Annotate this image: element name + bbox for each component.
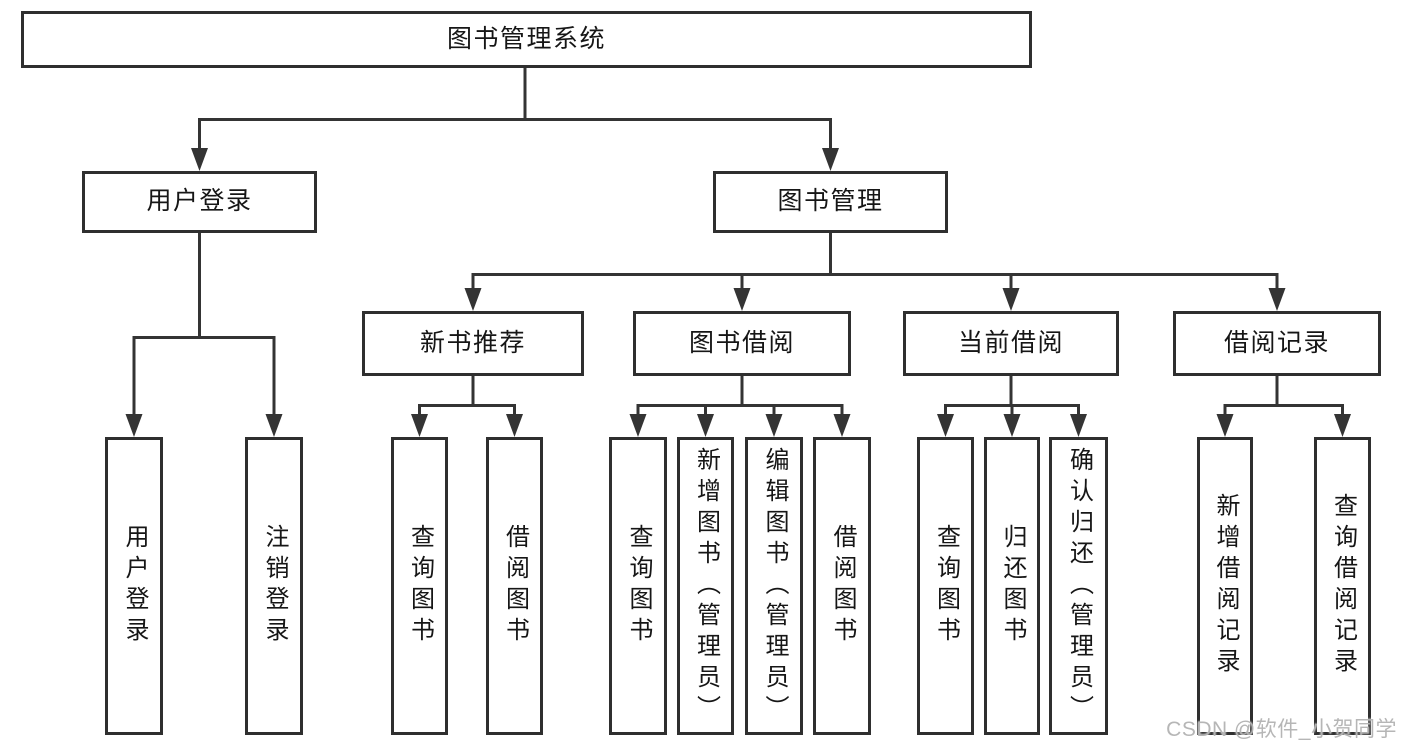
connector-new-book-recommend [418,376,516,414]
watermark: CSDN @软件_小贺同学 [1166,718,1397,741]
leaf-query-books-borrow: 查询图书 [609,437,667,735]
leaf-edit-books-admin: 编辑图书（管理员） [745,437,803,735]
node-user-login: 用户登录 [82,171,317,233]
leaf-return-books: 归还图书 [984,437,1040,735]
connector-book-borrow [636,376,844,414]
leaf-query-books-recommend: 查询图书 [391,437,448,735]
leaf-add-books-admin: 新增图书（管理员） [677,437,734,735]
leaf-query-borrow-record: 查询借阅记录 [1314,437,1371,735]
node-current-borrow: 当前借阅 [903,311,1119,376]
leaf-confirm-return-admin: 确认归还（管理员） [1049,437,1108,735]
node-new-book-recommend: 新书推荐 [362,311,584,376]
connector-root [198,68,832,150]
connector-current-borrow [944,376,1080,414]
leaf-logout: 注销登录 [245,437,303,735]
leaf-user-login: 用户登录 [105,437,163,735]
connector-borrow-records [1223,376,1344,414]
arrowheads [125,148,1351,437]
node-library-system: 图书管理系统 [21,11,1032,68]
leaf-borrow-books: 借阅图书 [813,437,871,735]
node-borrow-records: 借阅记录 [1173,311,1381,376]
leaf-borrow-books-recommend: 借阅图书 [486,437,543,735]
leaf-add-borrow-record: 新增借阅记录 [1197,437,1253,735]
connector-user-login [132,233,276,414]
node-book-management: 图书管理 [713,171,948,233]
node-book-borrow: 图书借阅 [633,311,851,376]
connector-book-management [471,233,1279,290]
leaf-query-books-current: 查询图书 [917,437,974,735]
